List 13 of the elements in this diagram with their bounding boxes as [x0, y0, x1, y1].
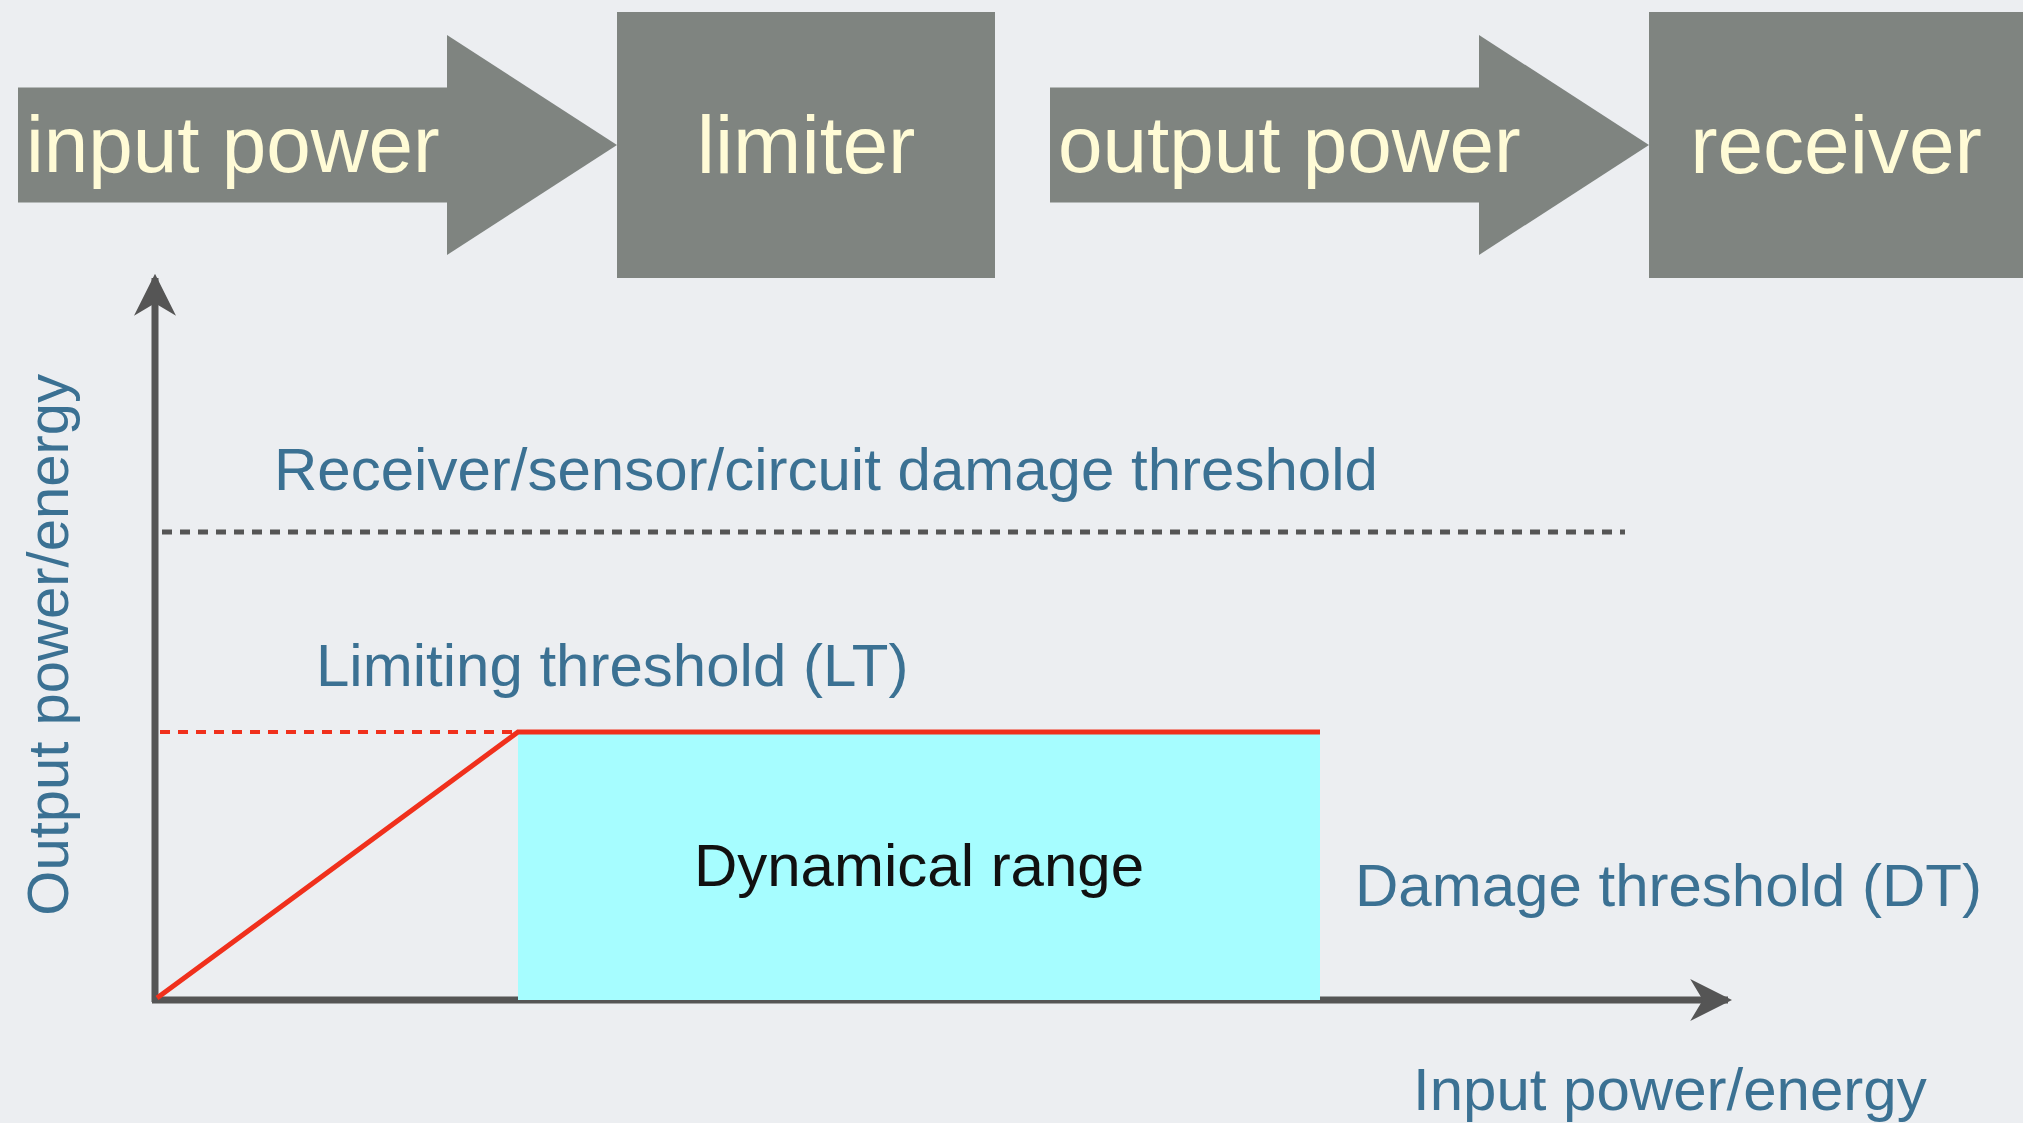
process-box [617, 12, 995, 278]
block-arrow [1050, 35, 1649, 255]
node-label: limiter [695, 97, 917, 192]
range-area [518, 732, 1320, 1000]
block-arrow [18, 35, 617, 255]
annotation-label: Limiting threshold (LT) [316, 631, 909, 701]
annotation-label: Damage threshold (DT) [1355, 851, 1982, 921]
node-label: receiver [1689, 97, 1983, 192]
axis-title: Output power/energy [14, 374, 82, 916]
annotation-label: Input power/energy [1413, 1055, 1927, 1123]
process-box [1649, 12, 2023, 278]
annotation-label: Receiver/sensor/circuit damage threshold [274, 435, 1378, 505]
node-label: Dynamical range [692, 831, 1146, 901]
